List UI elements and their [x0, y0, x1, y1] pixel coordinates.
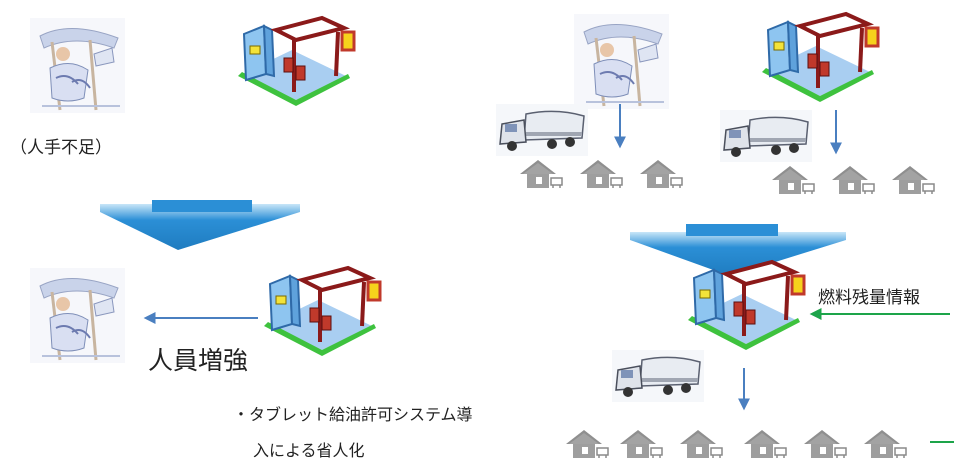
house-icon	[565, 429, 609, 459]
staff-increase-label: 人員増強	[148, 346, 249, 375]
fuel-attendant-icon	[28, 16, 127, 115]
tablet-system-label-line2: 入による省人化	[253, 441, 365, 460]
gas-station-icon	[760, 12, 880, 104]
fuel-attendant-icon	[28, 266, 127, 365]
house-icon	[771, 165, 815, 195]
house-icon	[863, 429, 907, 459]
tablet-system-label-line1: ・タブレット給油許可システム導	[233, 405, 473, 424]
house-icon	[891, 165, 935, 195]
tanker-truck-icon	[611, 349, 705, 403]
gas-station-icon	[262, 266, 382, 358]
tanker-truck-icon	[719, 109, 813, 163]
tanker-truck-icon	[495, 103, 589, 157]
house-icon	[639, 159, 683, 189]
house-icon	[831, 165, 875, 195]
down-chevron-arrow-right	[630, 224, 846, 276]
gas-station-icon	[236, 16, 356, 108]
house-icon	[679, 429, 723, 459]
house-icon	[579, 159, 623, 189]
house-icon	[519, 159, 563, 189]
gas-station-icon	[686, 260, 806, 352]
labor-shortage-label: （人手不足）	[10, 138, 112, 158]
house-icon	[803, 429, 847, 459]
fuel-remaining-info-label: 燃料残量情報	[818, 288, 920, 308]
house-icon	[743, 429, 787, 459]
down-chevron-arrow-left	[100, 200, 300, 250]
house-icon	[619, 429, 663, 459]
fuel-attendant-icon	[572, 12, 671, 111]
